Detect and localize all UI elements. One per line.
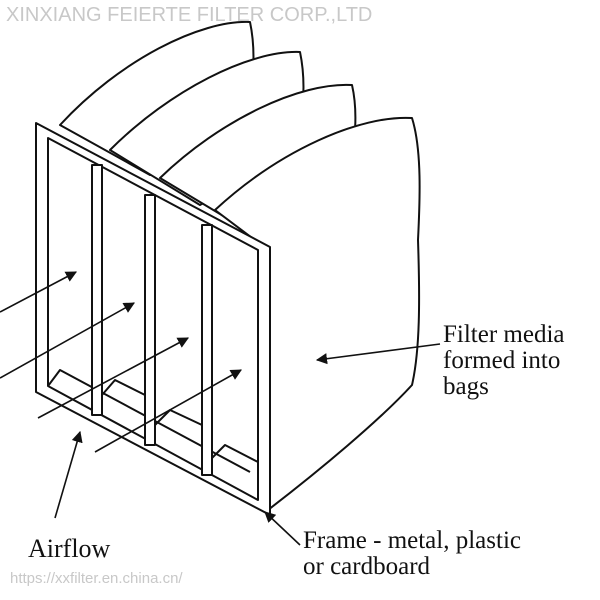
- filter-media-label: Filter media formed into bags: [443, 322, 565, 400]
- frame-depth: [47, 369, 251, 473]
- airflow-arrow-3: [37, 337, 189, 419]
- airflow-arrow-4: [94, 369, 242, 453]
- airflow-arrow-2: [0, 302, 135, 379]
- frame-line-2: or cardboard: [303, 553, 431, 580]
- frame-divider-1: [91, 164, 103, 416]
- filter-media-line-3: bags: [443, 373, 489, 400]
- frame-pointer: [264, 511, 301, 546]
- airflow-arrow-1: [0, 271, 77, 313]
- frame-divider-3: [201, 224, 213, 476]
- frame-line-1: Frame - metal, plastic: [303, 527, 521, 554]
- filter-media-pointer: [315, 343, 441, 365]
- watermark-company: XINXIANG FEIERTE FILTER CORP.,LTD: [6, 4, 373, 26]
- airflow-pointer: [54, 430, 83, 519]
- frame-divider-2: [144, 194, 156, 446]
- filter-media-line-1: Filter media: [443, 321, 565, 348]
- airflow-label: Airflow: [28, 534, 111, 563]
- frame-label: Frame - metal, plastic or cardboard: [303, 528, 521, 580]
- filter-media-line-2: formed into: [443, 347, 561, 374]
- filter-bag-4: [214, 116, 421, 511]
- watermark-url: https://xxfilter.en.china.cn/: [10, 570, 183, 587]
